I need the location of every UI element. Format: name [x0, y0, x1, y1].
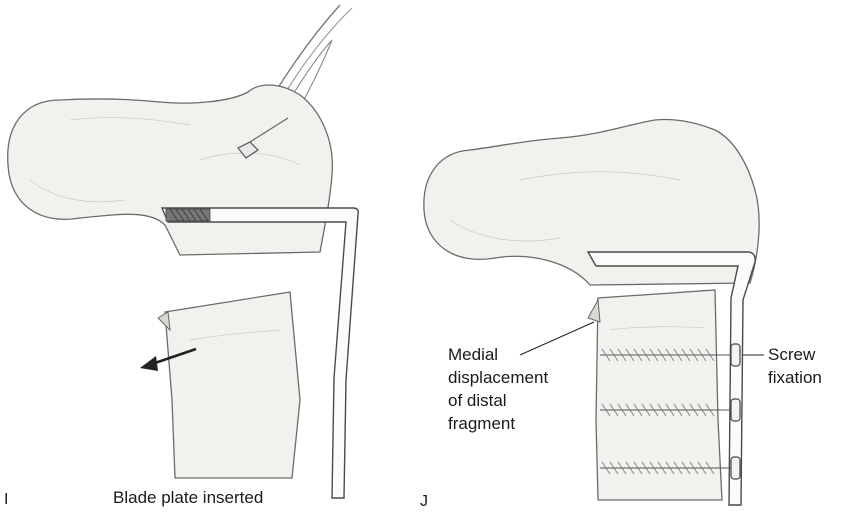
callout-line: fragment: [448, 414, 515, 434]
callout-line: Screw: [768, 345, 815, 365]
panel-j-illustration: [424, 119, 764, 505]
callout-line: displacement: [448, 368, 548, 388]
panel-i-illustration: [8, 5, 359, 498]
callout-line: fixation: [768, 368, 822, 388]
panel-letter-j: J: [420, 492, 428, 512]
medial-displacement-leader: [520, 322, 594, 355]
blade-hatched-section: [166, 209, 210, 221]
panel-letter-i: I: [4, 490, 8, 510]
callout-line: Medial: [448, 345, 498, 365]
panel-caption: Blade plate inserted: [113, 488, 263, 508]
distal-femur-fragment: [165, 292, 300, 478]
callout-line: of distal: [448, 391, 507, 411]
proximal-femur-fragment: [8, 85, 333, 255]
